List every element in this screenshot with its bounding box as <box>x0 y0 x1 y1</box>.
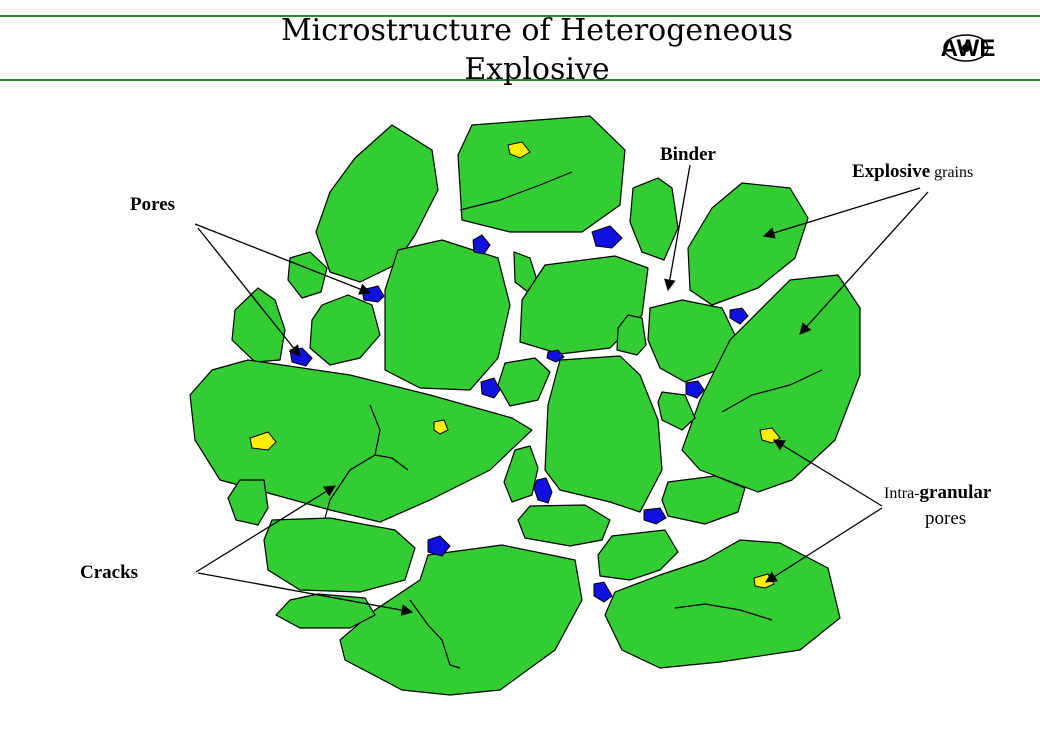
slide-title-line1: Microstructure of Heterogeneous <box>281 13 793 48</box>
grain <box>228 480 268 525</box>
grain <box>264 518 415 592</box>
pore <box>473 235 490 254</box>
pore <box>481 378 500 398</box>
awe-logo-text: AWE <box>941 35 996 62</box>
label-intra-bold: granular <box>920 482 992 503</box>
grain <box>458 116 625 232</box>
grain <box>545 356 662 512</box>
label-pores: Pores <box>130 194 175 215</box>
grain <box>658 392 695 430</box>
slide-title-line2: Explosive <box>464 52 609 87</box>
pore <box>686 381 704 398</box>
grain <box>385 240 510 390</box>
label-explosive-rest: grains <box>930 164 973 181</box>
grain <box>310 295 380 365</box>
label-intra-prefix: Intra- <box>884 485 920 502</box>
grain <box>232 288 285 362</box>
explosive-arrow-2 <box>800 192 928 334</box>
label-explosive-grains: Explosive grains <box>852 161 973 182</box>
pore <box>362 286 384 302</box>
grain <box>288 252 327 298</box>
grain <box>498 358 550 406</box>
label-intra-granular: Intra-granular <box>884 482 992 503</box>
explosive-grains <box>190 116 860 695</box>
pore <box>730 308 748 324</box>
grain <box>662 476 745 524</box>
grain <box>518 505 610 546</box>
pore <box>534 478 552 503</box>
pore <box>594 582 612 602</box>
grain <box>630 178 678 260</box>
label-binder: Binder <box>660 144 717 165</box>
grain <box>276 594 375 628</box>
label-intra-pores: pores <box>925 508 966 529</box>
label-cracks: Cracks <box>80 562 138 583</box>
pore <box>290 348 312 366</box>
label-explosive-bold: Explosive <box>852 161 930 182</box>
pore <box>592 226 622 248</box>
pore <box>644 508 666 524</box>
awe-logo: AWE <box>941 35 996 62</box>
grain <box>504 446 538 502</box>
